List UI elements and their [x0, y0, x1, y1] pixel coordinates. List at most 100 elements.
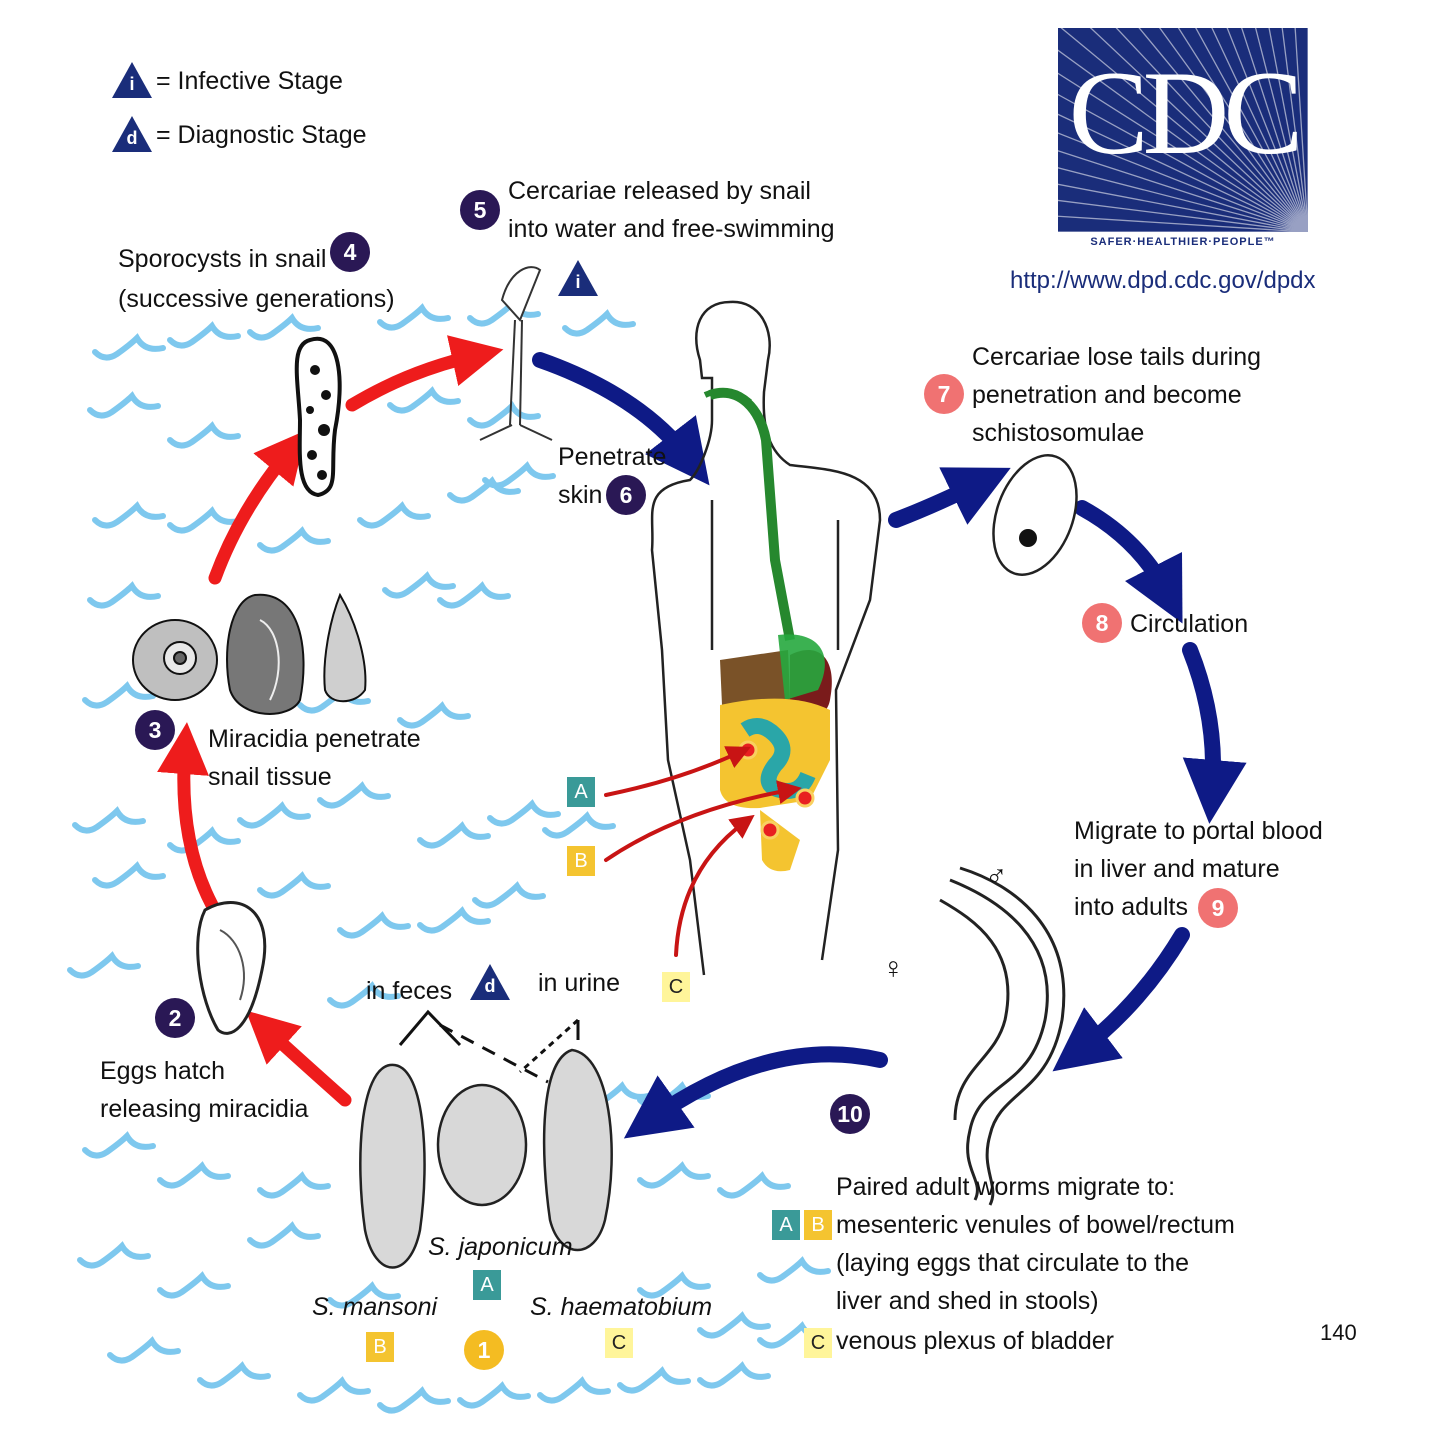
s-haematobium-label: S. haematobium: [530, 1293, 713, 1321]
water-wave: [327, 981, 401, 1009]
logo-ray: [1254, 28, 1308, 232]
logo-ray: [1281, 28, 1308, 232]
step-9-badge: 9: [1198, 888, 1238, 928]
water-wave: [457, 1381, 531, 1409]
water-wave: [757, 1256, 831, 1284]
infective-stage-icon-step-5: i: [556, 258, 600, 298]
step-6-badge: 6: [606, 475, 646, 515]
step-5-line-1: Cercariae released by snail: [508, 177, 811, 205]
in-feces-label: in feces: [366, 977, 453, 1005]
water-wave: [337, 911, 411, 939]
s-japonicum-label: S. japonicum: [428, 1233, 573, 1261]
water-wave: [257, 526, 331, 554]
tag-c-step-10: C: [804, 1328, 832, 1358]
arrow-2-to-3: [157, 722, 219, 912]
tag-a-body: A: [567, 777, 595, 807]
step-4-line-2: (successive generations): [118, 285, 395, 313]
water-wave: [87, 391, 161, 419]
water-wave: [167, 506, 241, 534]
water-wave: [482, 461, 556, 489]
step-10-line-2: mesenteric venules of bowel/rectum: [836, 1211, 1235, 1239]
water-wave: [697, 1361, 771, 1389]
tag-b-step-10: B: [804, 1210, 832, 1240]
page-number: 140: [1320, 1320, 1357, 1345]
water-wave: [357, 501, 431, 529]
water-wave: [472, 881, 546, 909]
water-wave: [417, 821, 491, 849]
step-4-line-1: Sporocysts in snail: [118, 245, 327, 273]
logo-ray: [1195, 28, 1308, 232]
water-wave: [247, 313, 321, 341]
tag-c-haematobium: C: [605, 1328, 633, 1358]
tag-b-body: B: [567, 846, 595, 876]
logo-ray: [1058, 72, 1308, 232]
adult-worms: [939, 866, 1066, 1206]
step-7-line-2: penetration and become: [972, 381, 1242, 409]
tag-a-step-10: A: [772, 1210, 800, 1240]
egg-source-lines: [398, 1009, 580, 1084]
logo-ray: [1177, 28, 1308, 232]
water-wave: [257, 871, 331, 899]
logo-ray: [1058, 49, 1308, 232]
tag-a-japonicum: A: [473, 1270, 501, 1300]
arrow-5-to-6: [532, 352, 710, 486]
cdc-logo: CDC: [1068, 46, 1304, 179]
logo-ray: [1058, 132, 1308, 232]
logo-ray: [1158, 28, 1308, 232]
in-urine-label: in urine: [538, 969, 620, 997]
logo-ray: [1241, 28, 1308, 232]
cdc-url[interactable]: http://www.dpd.cdc.gov/dpdx: [1010, 267, 1316, 294]
diagnostic-stage-icon: d: [110, 114, 154, 154]
female-symbol: ♀: [882, 952, 905, 985]
water-wave: [637, 1271, 711, 1299]
s-mansoni-label: S. mansoni: [312, 1293, 438, 1321]
infective-stage-icon: i: [110, 60, 154, 100]
step-10-badge: 10: [830, 1094, 870, 1134]
water-wave: [167, 826, 241, 854]
water-wave: [82, 1131, 156, 1159]
step-5-line-2: into water and free-swimming: [508, 215, 835, 243]
water-wave: [562, 309, 636, 337]
human-body: [650, 300, 882, 976]
step-1-badge: 1: [464, 1330, 504, 1370]
water-wave: [107, 1336, 181, 1364]
step-9-line-2: in liver and mature: [1074, 855, 1280, 883]
logo-ray: [1268, 28, 1308, 232]
logo-ray: [1115, 28, 1308, 232]
water-wave: [437, 581, 511, 609]
step-10-line-5: venous plexus of bladder: [836, 1327, 1114, 1355]
step-3-line-2: snail tissue: [208, 763, 332, 791]
water-wave: [297, 1376, 371, 1404]
legend-diagnostic-label: = Diagnostic Stage: [156, 121, 367, 149]
water-wave: [317, 781, 391, 809]
water-wave: [537, 1376, 611, 1404]
snails: [132, 592, 367, 715]
water-wave: [697, 1311, 771, 1339]
logo-ray: [1058, 215, 1308, 232]
logo-ray: [1058, 167, 1308, 232]
step-6-line-1: Penetrate: [558, 443, 667, 471]
digestive-tract: [703, 387, 832, 872]
cercaria: [479, 266, 553, 441]
schistosomulum: [992, 454, 1078, 576]
cdc-logo-rays: [1058, 28, 1308, 232]
blue-arrows: [532, 352, 1247, 1139]
water-wave: [447, 476, 521, 504]
water-wave: [92, 333, 166, 361]
water-wave: [197, 1361, 271, 1389]
cdc-tagline: SAFER·HEALTHIER·PEOPLE™: [1090, 236, 1276, 248]
diagnostic-stage-icon-eggs: d: [468, 962, 512, 1002]
water-wave: [87, 581, 161, 609]
water-wave: [487, 799, 561, 827]
water-wave: [257, 1171, 331, 1199]
water-wave: [617, 1366, 691, 1394]
water-wave: [82, 681, 156, 709]
legend-infective-label: = Infective Stage: [156, 67, 343, 95]
water-wave: [72, 806, 146, 834]
logo-ray: [1058, 183, 1308, 232]
water-wave: [167, 321, 241, 349]
water-wave: [327, 1281, 401, 1309]
step-2-line-2: releasing miracidia: [100, 1095, 309, 1123]
logo-ray: [1211, 28, 1308, 232]
